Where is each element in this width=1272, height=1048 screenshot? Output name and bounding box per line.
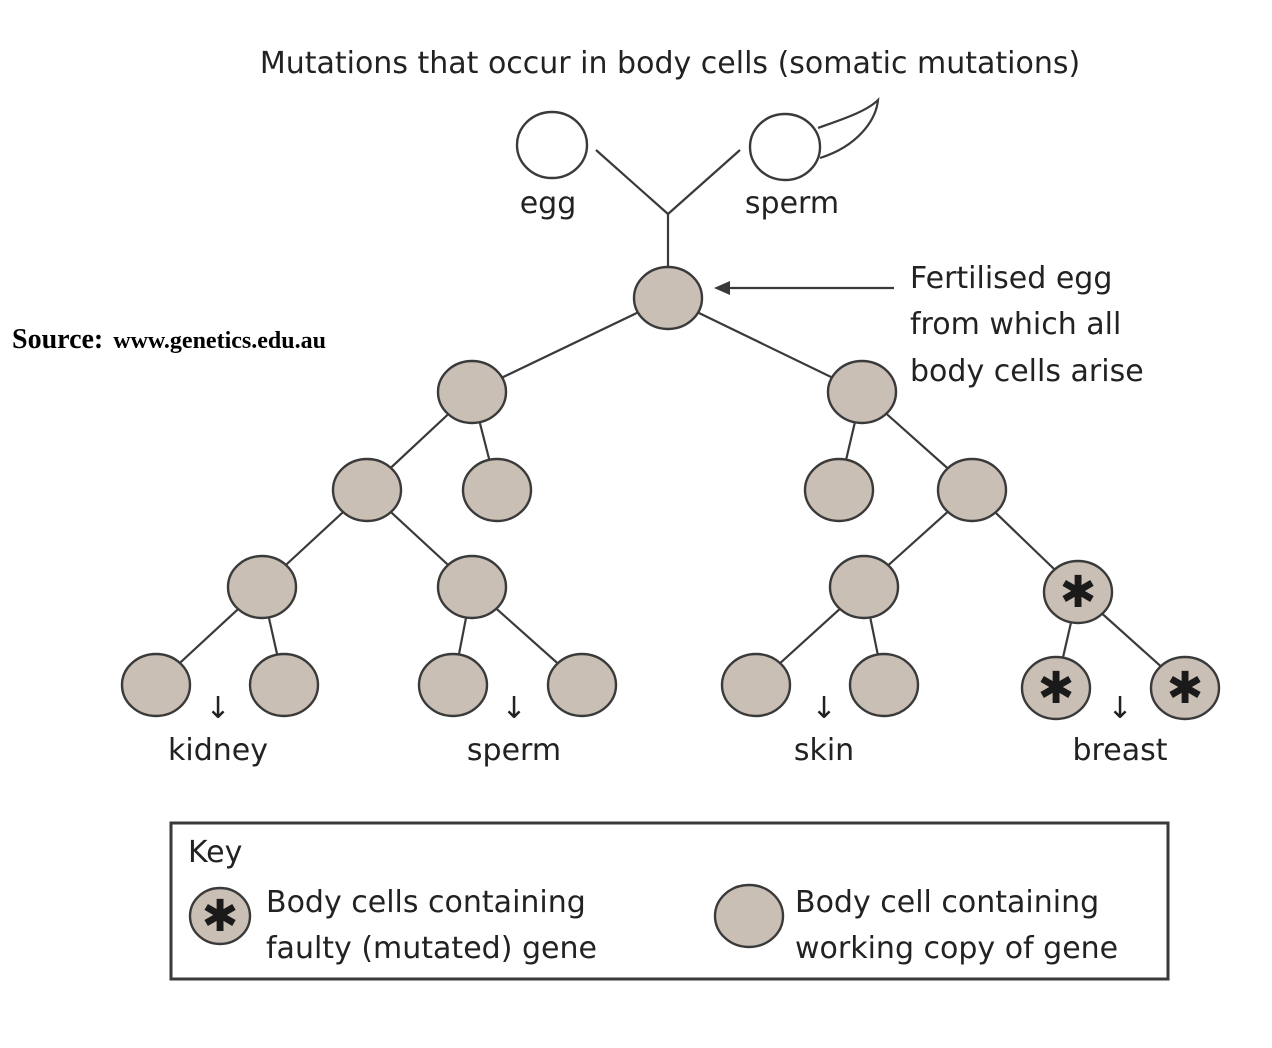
fertilised-egg-pointer xyxy=(714,281,894,295)
mutated-breast-cell xyxy=(1149,655,1221,721)
body-cell xyxy=(436,359,508,425)
key-working-cell xyxy=(713,883,785,949)
mutation-asterisk-icon: ✱ xyxy=(1038,663,1075,714)
tissue-label-breast: breast xyxy=(1073,733,1168,768)
sperm-cell-head xyxy=(748,112,822,182)
down-arrow-icon: ↓ xyxy=(811,691,836,726)
fertilised-note-line-1: Fertilised egg xyxy=(910,261,1112,296)
down-arrow-icon: ↓ xyxy=(1107,691,1132,726)
mutated-breast-cell xyxy=(1020,655,1092,721)
key-mutated-text-line-2: faulty (mutated) gene xyxy=(266,931,597,966)
key-title: Key xyxy=(188,835,242,870)
tissue-label-skin: skin xyxy=(794,733,854,768)
mutation-asterisk-icon: ✱ xyxy=(1167,663,1204,714)
egg-label: egg xyxy=(520,186,577,221)
tissue-label-sperm: sperm xyxy=(467,733,561,768)
body-cell xyxy=(826,359,898,425)
kidney-cell xyxy=(120,652,192,718)
fertilised-egg-cell xyxy=(632,265,704,331)
egg-cell xyxy=(515,110,589,180)
down-arrow-icon: ↓ xyxy=(501,691,526,726)
kidney-cell xyxy=(248,652,320,718)
key-working-text-line-1: Body cell containing xyxy=(795,885,1099,920)
skin-cell xyxy=(848,652,920,718)
source-label: Source: xyxy=(12,324,103,355)
sperm-producing-cell xyxy=(417,652,489,718)
body-cell xyxy=(461,457,533,523)
skin-cell xyxy=(720,652,792,718)
source-url: www.genetics.edu.au xyxy=(113,328,326,354)
sperm-tail xyxy=(817,97,880,160)
mutation-asterisk-icon: ✱ xyxy=(1060,567,1097,618)
mutated-body-cell xyxy=(1042,559,1114,625)
body-cell xyxy=(331,457,403,523)
body-cell xyxy=(803,457,875,523)
fertilised-note-line-3: body cells arise xyxy=(910,354,1144,389)
key-box xyxy=(169,821,1170,981)
mutation-asterisk-icon: ✱ xyxy=(202,891,239,942)
down-arrow-icon: ↓ xyxy=(205,691,230,726)
key-working-text-line-2: working copy of gene xyxy=(795,931,1118,966)
source-credit: Source: www.genetics.edu.au xyxy=(12,324,326,355)
body-cell xyxy=(436,554,508,620)
fertilisation-lines xyxy=(595,149,741,268)
diagram-title: Mutations that occur in body cells (soma… xyxy=(260,46,1080,81)
body-cell xyxy=(828,554,900,620)
key-mutated-text-line-1: Body cells containing xyxy=(266,885,586,920)
fertilised-note-line-2: from which all xyxy=(910,307,1121,342)
body-cell xyxy=(226,554,298,620)
sperm-producing-cell xyxy=(546,652,618,718)
sperm-gamete-label: sperm xyxy=(745,186,839,221)
body-cell xyxy=(936,457,1008,523)
key-mutated-cell xyxy=(188,886,252,946)
tissue-label-kidney: kidney xyxy=(168,733,268,768)
